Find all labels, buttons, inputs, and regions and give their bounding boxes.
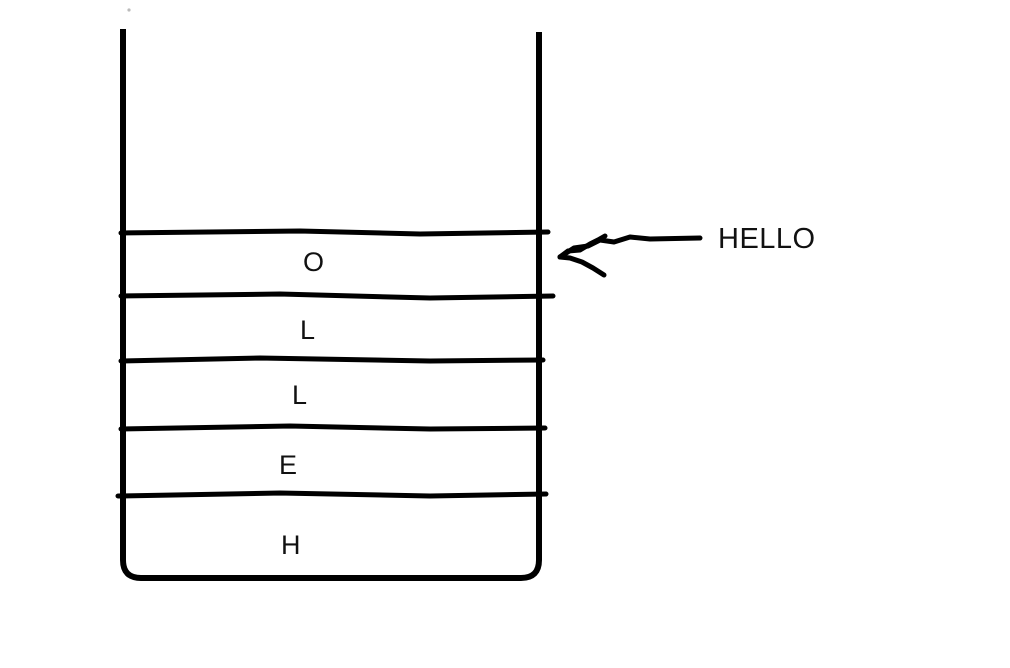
- stray-dot: [127, 8, 131, 12]
- hello-arrow-shaft: [557, 234, 703, 260]
- hello-arrow-barb-lower: [557, 254, 607, 278]
- stack-cell-label-o: O: [303, 247, 325, 277]
- hello-arrow-barb-upper: [557, 233, 608, 260]
- stack-cell-label-l-top: L: [300, 315, 316, 345]
- hello-annotation-label: HELLO: [718, 223, 816, 255]
- divider-e-h: [115, 490, 549, 499]
- stack-cell-label-l-bottom: L: [292, 380, 308, 410]
- divider-l-e: [118, 423, 548, 432]
- divider-l-l: [118, 355, 546, 364]
- stack-cell-label-h: H: [281, 530, 301, 560]
- divider-above-o: [118, 228, 551, 237]
- stack-cell-label-e: E: [279, 450, 298, 480]
- stack-container-outline: [120, 29, 542, 581]
- divider-o-l: [118, 291, 556, 301]
